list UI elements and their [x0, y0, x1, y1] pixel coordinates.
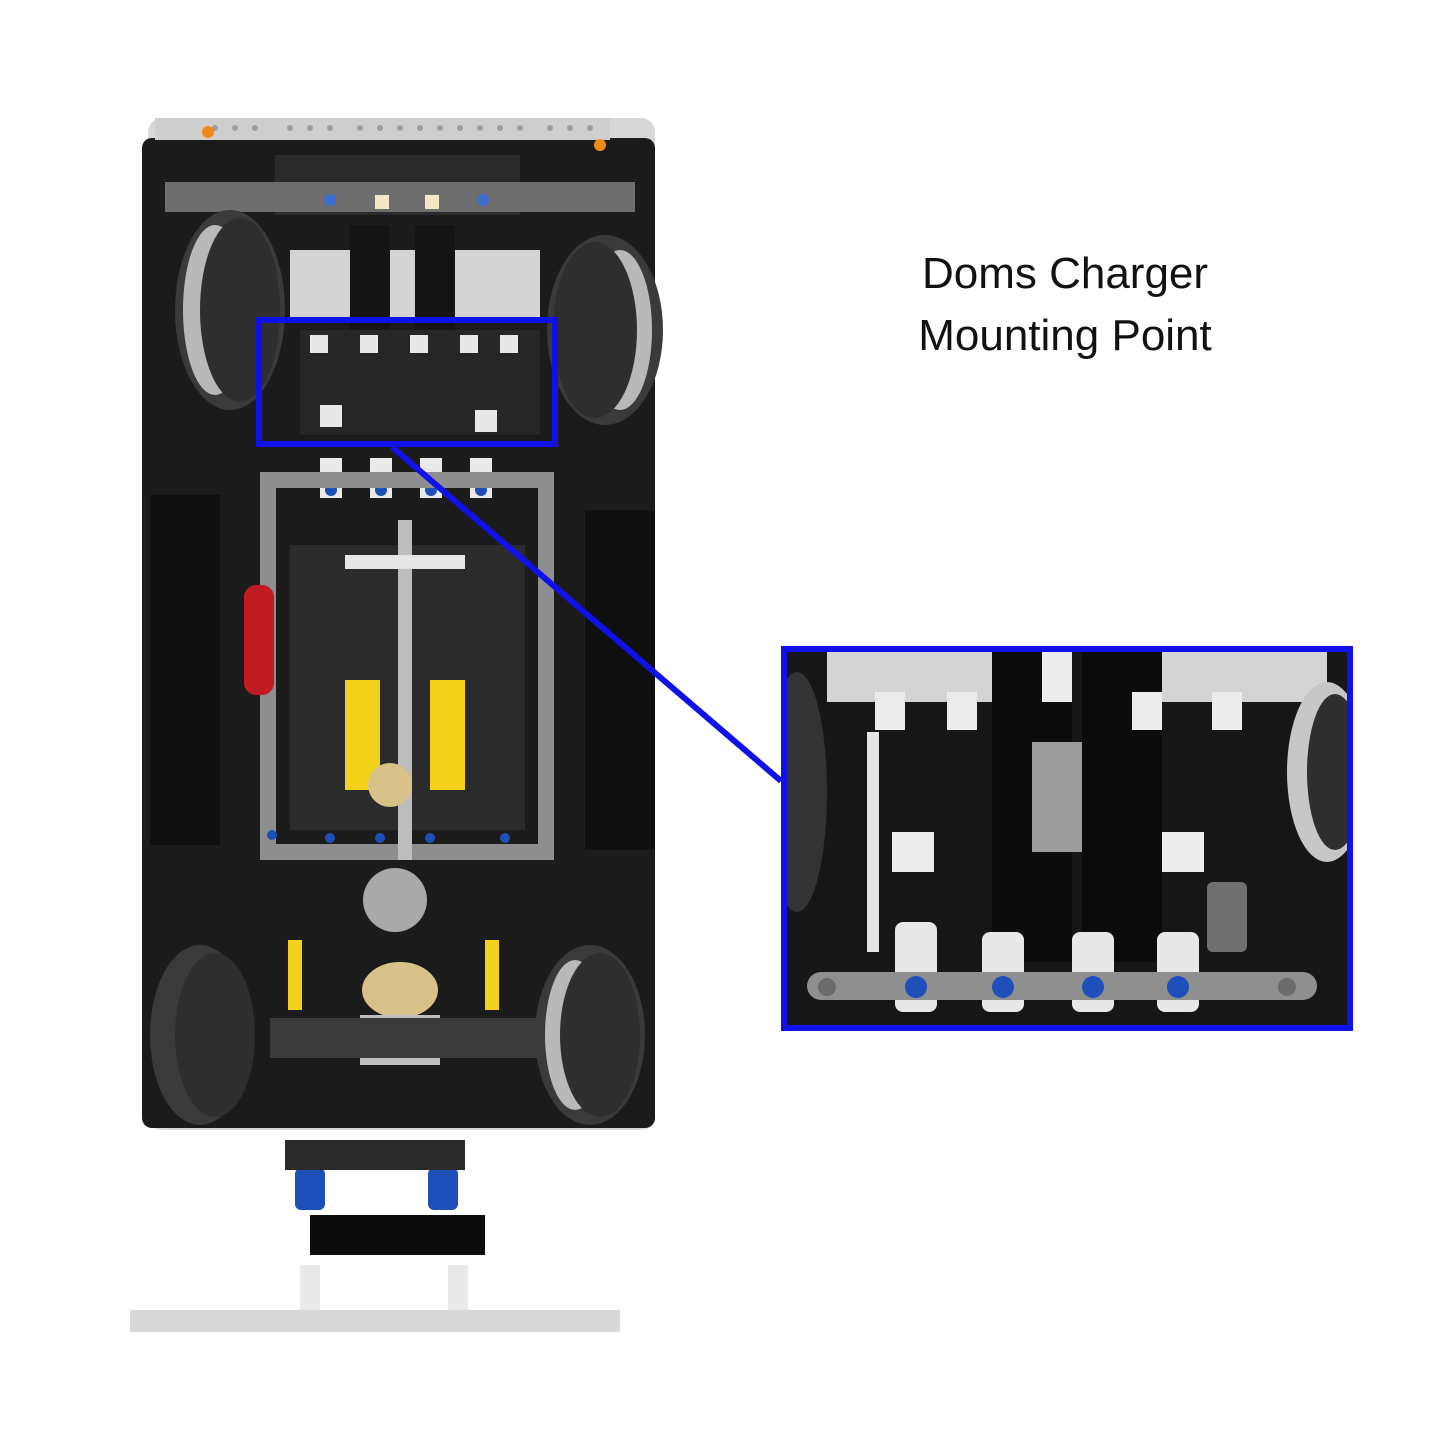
mounting-point-highlight-box [256, 317, 558, 447]
rear-bumper [130, 1310, 620, 1332]
caption-line-2: Mounting Point [918, 311, 1212, 360]
zoomed-inset [781, 646, 1353, 1031]
rear-left-wheel [150, 945, 255, 1125]
rear-right-wheel [535, 945, 645, 1125]
callout-connector-line [390, 444, 783, 784]
caption-line-1: Doms Charger [921, 249, 1209, 298]
yellow-part-right [430, 680, 465, 790]
yellow-part-left [345, 680, 380, 790]
front-right-light [594, 139, 606, 151]
front-left-light [202, 126, 214, 138]
blue-part-right [428, 1168, 458, 1210]
tan-gear-rear [362, 962, 438, 1018]
blue-part-left [295, 1168, 325, 1210]
zoomed-mounting-point-icon [787, 652, 1347, 1025]
mounting-point-caption: Doms Charger Mounting Point [880, 243, 1250, 367]
tan-gear-center [368, 763, 412, 807]
red-part [244, 585, 274, 695]
front-right-wheel [547, 235, 663, 425]
